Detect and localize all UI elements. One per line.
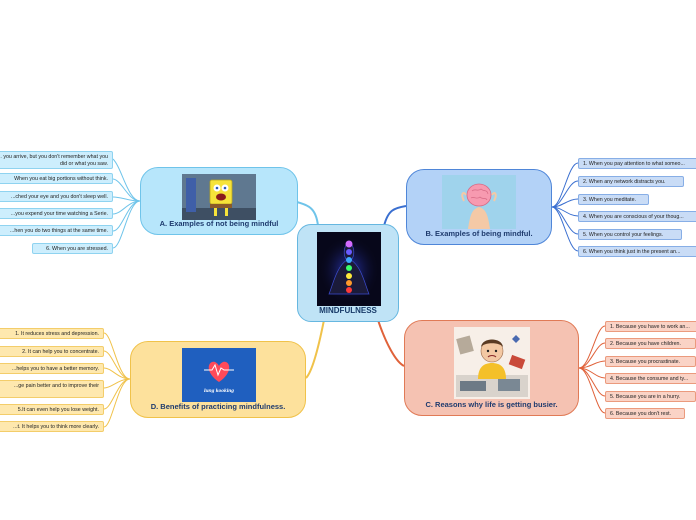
topic-a-label: A. Examples of not being mindful bbox=[159, 219, 279, 228]
topic-b-item-5[interactable]: 5. When you control your feelings. bbox=[578, 229, 682, 240]
topic-d-item-5[interactable]: 5.It can even help you lose weight. bbox=[0, 404, 104, 415]
topic-a-item-6[interactable]: 6. When you are stressed. bbox=[32, 243, 113, 254]
topic-c[interactable]: C. Reasons why life is getting busier. bbox=[404, 320, 579, 416]
topic-c-item-4[interactable]: 4. Because the consume and ty... bbox=[605, 373, 696, 384]
heart-image-caption: lung kooking bbox=[204, 388, 234, 394]
topic-c-item-2[interactable]: 2. Because you have children. bbox=[605, 338, 696, 349]
heart-image: lung kooking bbox=[182, 348, 256, 402]
topic-c-item-3[interactable]: 3. Because you procrastinate. bbox=[605, 356, 696, 367]
topic-d-label: D. Benefits of practicing mindfulness. bbox=[150, 402, 286, 411]
chakra-image bbox=[317, 232, 381, 306]
link-center-b bbox=[383, 205, 407, 227]
topic-a-item-2[interactable]: When you eat big portions without think. bbox=[0, 173, 113, 184]
topic-a-item-4[interactable]: ...you expend your time watching a Serie… bbox=[0, 208, 113, 219]
topic-d-item-6[interactable]: ...t. It helps you to think more clearly… bbox=[0, 421, 104, 432]
busy-person-image bbox=[454, 327, 530, 399]
topic-c-item-1[interactable]: 1. Because you have to work an... bbox=[605, 321, 696, 332]
topic-b-item-3[interactable]: 3. When you meditate. bbox=[578, 194, 649, 205]
spongebob-image bbox=[182, 174, 256, 220]
topic-c-label: C. Reasons why life is getting busier. bbox=[425, 400, 558, 409]
topic-d[interactable]: lung kooking D. Benefits of practicing m… bbox=[130, 341, 306, 418]
topic-c-item-5[interactable]: 5. Because you are in a hurry. bbox=[605, 391, 696, 402]
link-center-a bbox=[296, 201, 319, 227]
topic-b-item-6[interactable]: 6. When you think just in the present an… bbox=[578, 246, 696, 257]
topic-b[interactable]: B. Examples of being mindful. bbox=[406, 169, 552, 245]
topic-d-item-4[interactable]: ...ge pain better and to improve their bbox=[0, 380, 104, 398]
topic-d-item-3[interactable]: ...helps you to have a better memory. bbox=[0, 363, 104, 374]
topic-a-item-1[interactable]: ... you arrive, but you don't remember w… bbox=[0, 151, 113, 169]
topic-b-item-4[interactable]: 4. When you are conscious of your thoug.… bbox=[578, 211, 696, 222]
link-center-c bbox=[377, 319, 405, 367]
central-topic[interactable]: MINDFULNESS bbox=[297, 224, 399, 322]
link-center-d bbox=[305, 319, 325, 379]
topic-a[interactable]: A. Examples of not being mindful bbox=[140, 167, 298, 235]
central-topic-label: MINDFULNESS bbox=[319, 306, 377, 315]
topic-a-item-5[interactable]: ...hen you do two things at the same tim… bbox=[0, 225, 113, 236]
brain-image bbox=[442, 175, 516, 229]
topic-b-item-1[interactable]: 1. When you pay attention to what someo.… bbox=[578, 158, 696, 169]
topic-d-item-2[interactable]: 2. It can help you to concentrate. bbox=[0, 346, 104, 357]
topic-b-label: B. Examples of being mindful. bbox=[425, 229, 533, 238]
topic-a-item-3[interactable]: ...ched your eye and you don't sleep wel… bbox=[0, 191, 113, 202]
topic-c-item-6[interactable]: 6. Because you don't rest. bbox=[605, 408, 685, 419]
topic-d-item-1[interactable]: 1. It reduces stress and depression. bbox=[0, 328, 104, 339]
topic-b-item-2[interactable]: 2. When any network distracts you. bbox=[578, 176, 684, 187]
